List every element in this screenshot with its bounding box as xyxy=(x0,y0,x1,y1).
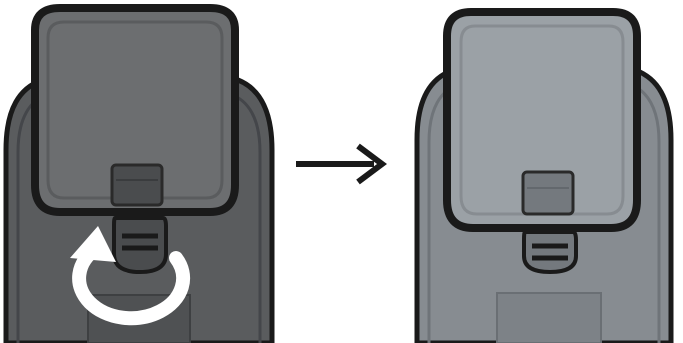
rotate-arrow-icon xyxy=(70,226,191,326)
right-arrow-icon xyxy=(296,143,387,185)
label-recess xyxy=(496,292,602,343)
belt-clip xyxy=(31,4,239,216)
clip-button xyxy=(110,163,164,207)
latch-tab-icon xyxy=(112,216,168,275)
latch-tab-icon xyxy=(522,230,578,275)
clip-button xyxy=(521,170,575,216)
step-after-panel xyxy=(405,0,683,343)
handset-back-icon xyxy=(3,4,275,343)
handset-back-icon xyxy=(414,8,674,343)
step-before-panel xyxy=(0,0,280,343)
belt-clip xyxy=(443,8,641,232)
